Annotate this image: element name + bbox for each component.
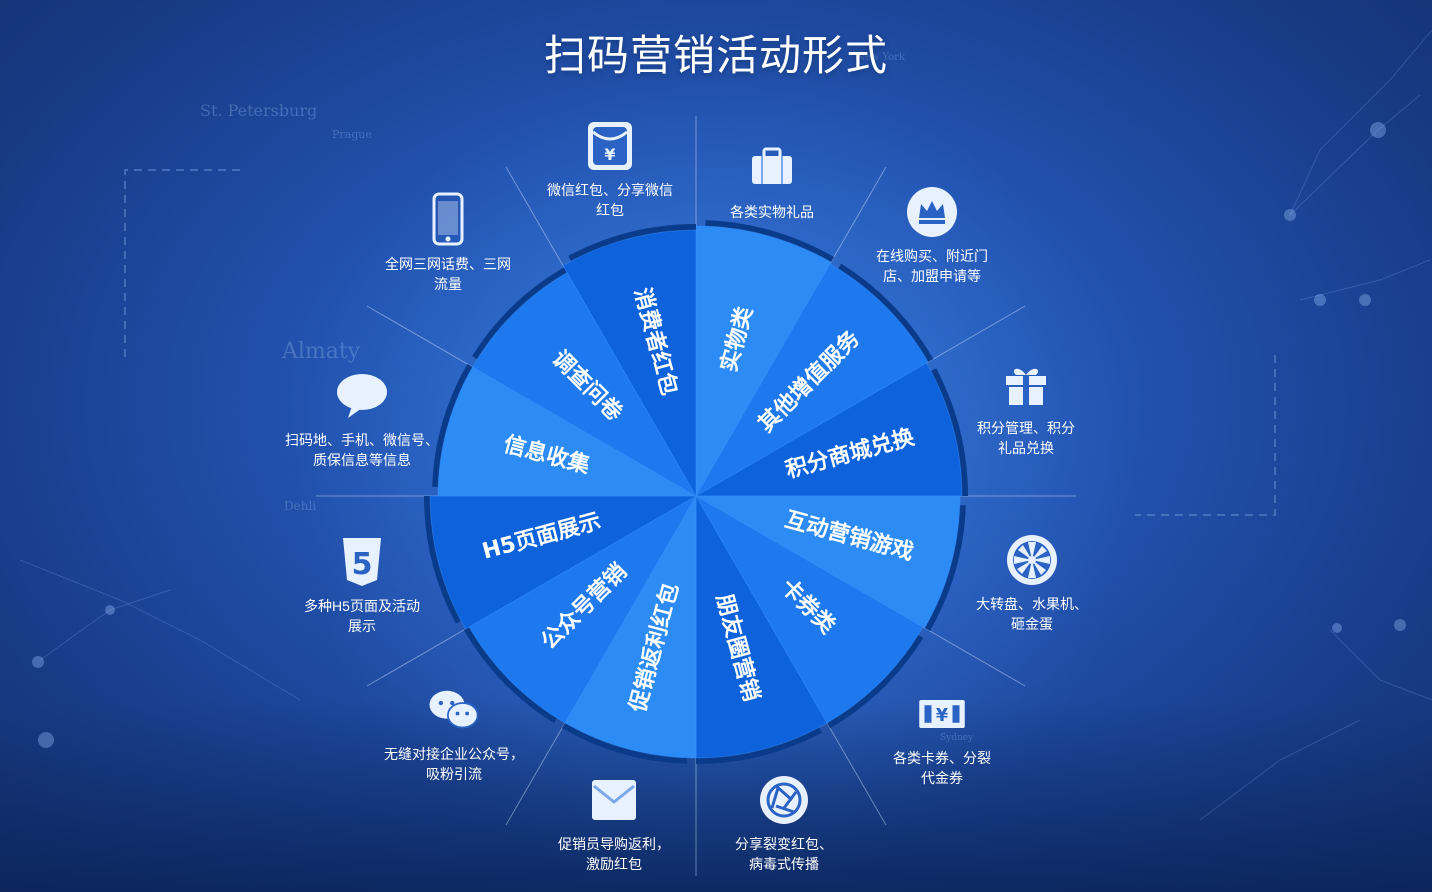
- activity-item-text-line2: 吸粉引流: [426, 766, 482, 782]
- envelope-icon: [524, 772, 704, 828]
- activity-item-text-line1: 扫码地、手机、微信号、: [285, 432, 439, 448]
- activity-item-text-line1: 多种H5页面及活动: [304, 598, 420, 614]
- wheel-segments: [424, 220, 968, 764]
- activity-item: ¥ 各类卡券、分裂代金券: [852, 686, 1032, 788]
- wheel-segment[interactable]: [429, 495, 698, 630]
- wheel-segment[interactable]: [695, 225, 832, 498]
- wheel-segment[interactable]: [471, 271, 698, 498]
- bg-label-almaty: Almaty: [281, 339, 361, 364]
- activity-item-text-line2: 病毒式传播: [749, 856, 819, 872]
- wechat-icon: [364, 682, 544, 738]
- activity-item-text-line2: 激励红包: [586, 856, 642, 872]
- activity-item: 扫码地、手机、微信号、质保信息等信息: [272, 368, 452, 470]
- activity-item: 无缝对接企业公众号， 吸粉引流: [364, 682, 544, 784]
- activity-item: 5 多种H5页面及活动展示: [272, 534, 452, 636]
- html5-symbol: 5: [352, 547, 373, 582]
- mobile-phone-icon: [358, 192, 538, 248]
- html5-icon: 5: [272, 534, 452, 590]
- activity-item-text-line2: 质保信息等信息: [313, 452, 411, 468]
- activity-item-text-line1: 各类卡券、分裂: [893, 750, 991, 766]
- chat-bubble-icon: [272, 368, 452, 424]
- activity-item-text-line2: 代金券: [921, 770, 963, 786]
- activity-item-text-line1: 促销员导购返利，: [558, 836, 670, 852]
- activity-item-text-line1: 分享裂变红包、: [735, 836, 833, 852]
- activity-item-text-line1: 微信红包、分享微信: [547, 182, 673, 198]
- activity-item-text-line2: 礼品兑换: [998, 440, 1054, 456]
- activity-item: 分享裂变红包、病毒式传播: [694, 772, 874, 874]
- activity-item-text-line2: 砸金蛋: [1011, 616, 1053, 632]
- gift-icon: [936, 356, 1116, 412]
- briefcase-icon: [682, 140, 862, 196]
- wheel-segment[interactable]: [694, 263, 929, 498]
- activity-item-text-line1: 全网三网话费、三网: [385, 256, 511, 272]
- coupon-ticket-icon: ¥: [852, 686, 1032, 742]
- wheel-segment[interactable]: [694, 362, 963, 497]
- activity-item-text-line2: 店、加盟申请等: [883, 268, 981, 284]
- coupon-symbol: ¥: [936, 706, 948, 726]
- bg-label-dehli: Dehli: [284, 499, 316, 513]
- activity-item-text-line1: 各类实物礼品: [730, 204, 814, 220]
- activity-item: 促销员导购返利， 激励红包: [524, 772, 704, 874]
- page-title: 扫码营销活动形式: [543, 32, 888, 79]
- activity-item-text-line1: 积分管理、积分: [977, 420, 1075, 436]
- activity-item-text-line2: 流量: [434, 276, 462, 292]
- activity-item-text-line2: 展示: [348, 618, 376, 634]
- bg-label-prague: Prague: [332, 128, 372, 141]
- activity-item: ¥ 微信红包、分享微信红包: [520, 118, 700, 220]
- wheel-segment[interactable]: [562, 229, 697, 498]
- activity-item: 全网三网话费、三网流量: [358, 192, 538, 294]
- activity-item: 大转盘、水果机、砸金蛋: [942, 532, 1122, 634]
- wheel-segment[interactable]: [437, 366, 698, 497]
- activity-item: 积分管理、积分礼品兑换: [936, 356, 1116, 458]
- wheel-segment[interactable]: [694, 494, 924, 724]
- wheel-segment[interactable]: [694, 495, 961, 629]
- activity-item-text-line2: 红包: [596, 202, 624, 218]
- wheel-segment[interactable]: [468, 494, 698, 724]
- crown-icon: [842, 184, 1022, 240]
- camera-shutter-icon: [694, 772, 874, 828]
- activity-item: 各类实物礼品: [682, 140, 862, 222]
- activity-item: 在线购买、附近门店、加盟申请等: [842, 184, 1022, 286]
- bg-label-new-york: New York: [856, 52, 906, 63]
- wheel-segment[interactable]: [695, 494, 828, 759]
- fan-wheel-icon: [942, 532, 1122, 588]
- activity-item-text-line1: 大转盘、水果机、: [976, 596, 1088, 612]
- bg-label-st-petersburg: St. Petersburg: [200, 101, 317, 120]
- activity-item-text-line1: 在线购买、附近门: [876, 248, 988, 264]
- bg-label-sydney: Sydney: [940, 733, 974, 743]
- wheel-segment[interactable]: [564, 494, 697, 759]
- activity-item-text-line1: 无缝对接企业公众号，: [384, 746, 524, 762]
- red-packet-icon: ¥: [520, 118, 700, 174]
- red-packet-symbol: ¥: [604, 145, 615, 164]
